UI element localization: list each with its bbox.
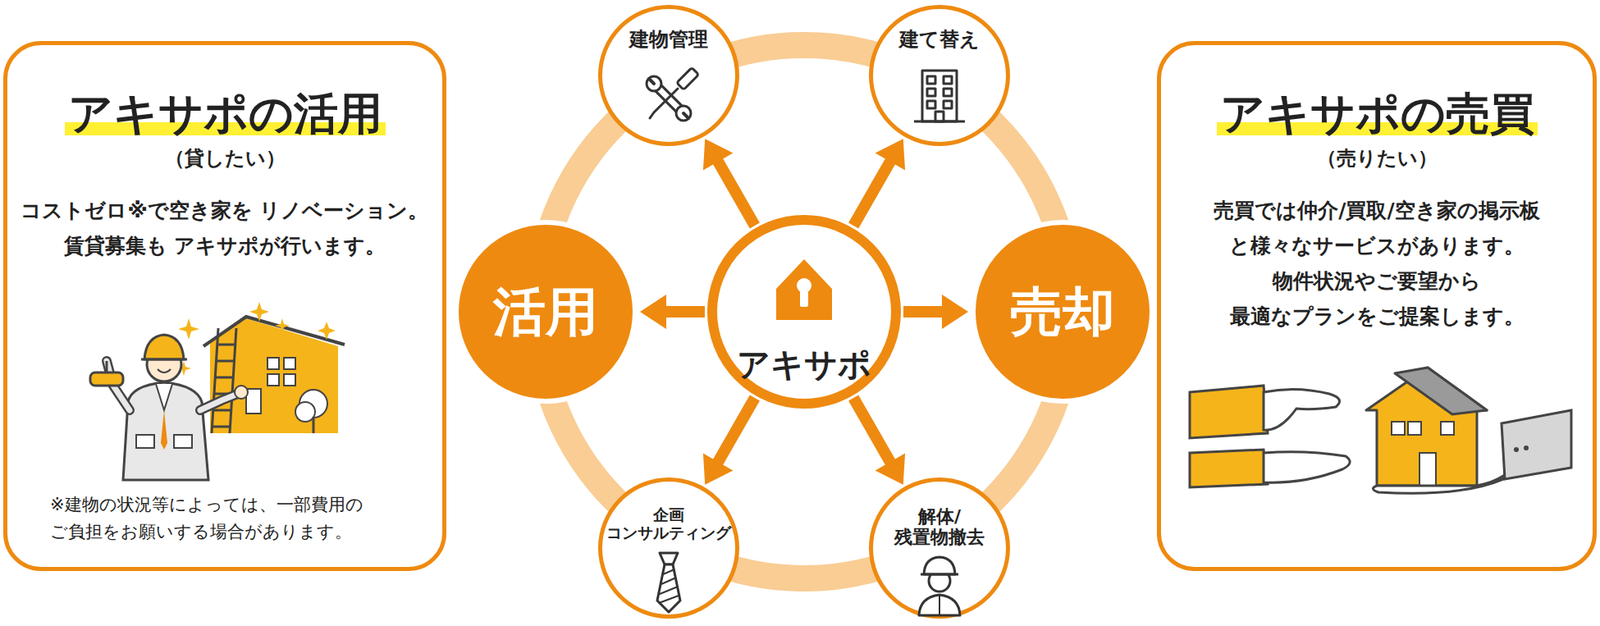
service-circle: 企画 コンサルティング	[598, 477, 740, 619]
flow-arrow	[853, 397, 906, 485]
service-label: 企画 コンサルティング	[602, 506, 736, 543]
info-panel: アキサポの売買 （売りたい） 売買では仲介/買取/空き家の掲示板 と様々なサービスが…	[1156, 41, 1597, 572]
panel-body: 売買では仲介/買取/空き家の掲示板 と様々なサービスがあります。 物件状況やご要…	[1161, 192, 1593, 334]
arrow-head	[703, 138, 733, 170]
arrow-head	[703, 453, 733, 485]
flow-arrow	[703, 138, 755, 226]
arrow-head	[875, 138, 906, 170]
service-circle: 建物管理	[598, 4, 740, 147]
connector-layer	[640, 138, 969, 485]
arrow-shaft	[717, 160, 755, 226]
hub-circle: アキサポ	[707, 214, 901, 409]
flow-arrow	[640, 294, 705, 330]
arrow-shaft	[853, 397, 892, 464]
service-circle: 建て替え	[868, 4, 1011, 147]
arrow-head	[941, 294, 969, 330]
main-circle: 売却	[970, 219, 1155, 404]
footnote: ※建物の状況等によっては、一部費用の ご負担をお願いする場合があります。	[50, 491, 426, 546]
service-label: 建て替え	[899, 28, 980, 52]
service-label: 建物管理	[629, 28, 709, 52]
arrow-shaft	[717, 397, 755, 464]
panel-subheading: （売りたい）	[1316, 146, 1438, 172]
arrow-shaft	[853, 160, 892, 226]
panel-body: コストゼロ※で空き家を リノベーション。賃貸募集も アキサポが行います。	[7, 192, 443, 264]
arrow-head	[875, 453, 906, 485]
info-panel: アキサポの活用 （貸したい） コストゼロ※で空き家を リノベーション。賃貸募集も ア…	[3, 41, 447, 572]
main-label: 売却	[1010, 283, 1116, 341]
flow-arrow	[853, 138, 906, 226]
service-label: 解体/ 残置物撤去	[873, 506, 1006, 549]
main-label: 活用	[493, 283, 599, 341]
panel-subheading: （貸したい）	[164, 146, 286, 172]
service-circle: 解体/ 残置物撤去	[868, 477, 1011, 619]
arrow-head	[640, 294, 667, 330]
flow-arrow	[703, 397, 755, 485]
brand-name: アキサポ	[736, 344, 872, 384]
arrow-shaft	[664, 306, 705, 318]
flow-arrow	[903, 294, 969, 330]
main-circle: 活用	[453, 219, 638, 404]
panel-heading: アキサポの売買	[1216, 87, 1538, 142]
panel-heading: アキサポの活用	[64, 87, 386, 142]
arrow-shaft	[903, 306, 944, 318]
